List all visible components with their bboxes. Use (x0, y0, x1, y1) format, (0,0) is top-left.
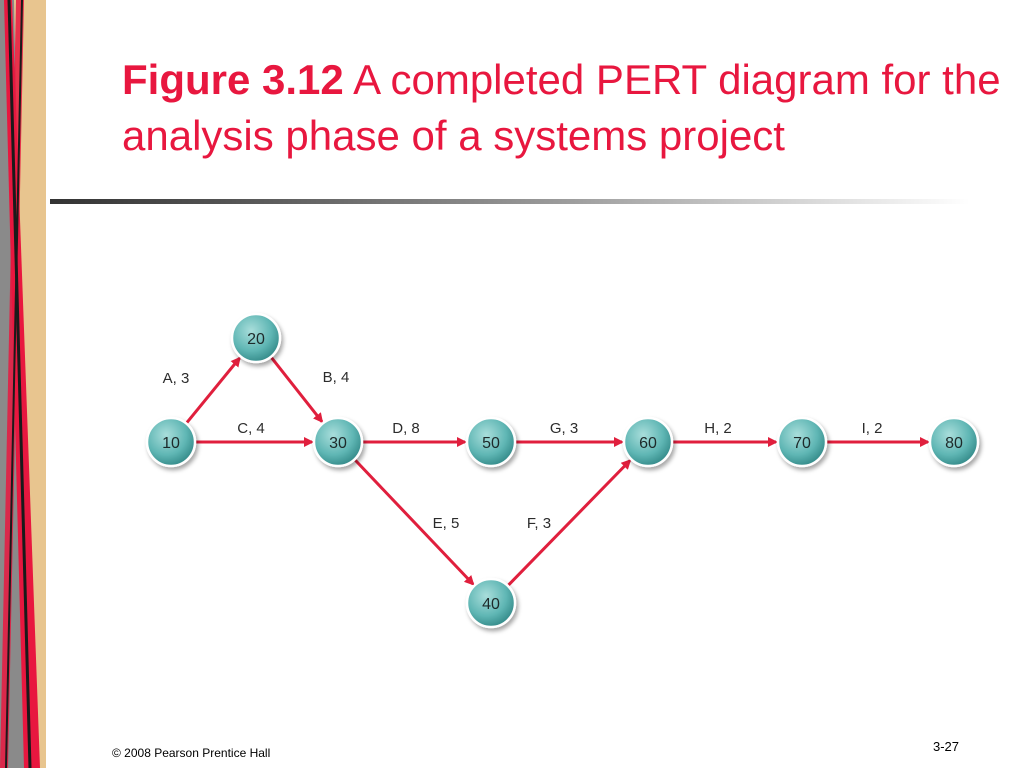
figure-number: Figure 3.12 (122, 56, 344, 103)
node-circle-50 (465, 416, 517, 468)
edge-label-40-60: F, 3 (527, 515, 551, 532)
node-80: 80 (928, 416, 980, 468)
node-40: 40 (465, 577, 517, 629)
node-circle-40 (465, 577, 517, 629)
node-10: 10 (145, 416, 197, 468)
node-label-80: 80 (945, 435, 963, 452)
slide-title: Figure 3.12 A completed PERT diagram for… (122, 52, 1002, 164)
node-30: 30 (312, 416, 364, 468)
node-circle-70 (776, 416, 828, 468)
node-70: 70 (776, 416, 828, 468)
node-circle-60 (622, 416, 674, 468)
figure-caption: A completed PERT diagram for the analysi… (122, 56, 1001, 159)
node-circle-20 (230, 312, 282, 364)
edge-label-10-30: C, 4 (237, 420, 265, 437)
title-divider (50, 199, 970, 204)
edge-label-10-20: A, 3 (163, 370, 190, 387)
edge-label-60-70: H, 2 (704, 420, 732, 437)
node-50: 50 (465, 416, 517, 468)
node-60: 60 (622, 416, 674, 468)
node-label-20: 20 (247, 331, 265, 348)
edge-10-20 (185, 356, 241, 425)
edge-label-20-30: B, 4 (323, 369, 350, 386)
side-decoration (0, 0, 46, 768)
edge-30-40 (353, 458, 475, 586)
copyright-notice: © 2008 Pearson Prentice Hall (112, 746, 271, 760)
edge-label-50-60: G, 3 (550, 420, 578, 437)
edge-label-30-40: E, 5 (433, 515, 460, 532)
node-label-70: 70 (793, 435, 811, 452)
node-circle-10 (145, 416, 197, 468)
edge-label-70-80: I, 2 (862, 420, 883, 437)
node-label-50: 50 (482, 435, 500, 452)
edge-20-30 (269, 355, 324, 424)
node-label-10: 10 (162, 435, 180, 452)
node-label-40: 40 (482, 596, 500, 613)
page-number: 3-27 (933, 739, 960, 754)
node-circle-80 (928, 416, 980, 468)
edge-label-30-50: D, 8 (392, 420, 420, 437)
node-20: 20 (230, 312, 282, 364)
node-circle-30 (312, 416, 364, 468)
node-label-60: 60 (639, 435, 657, 452)
edge-40-60 (506, 459, 632, 587)
node-label-30: 30 (329, 435, 347, 452)
